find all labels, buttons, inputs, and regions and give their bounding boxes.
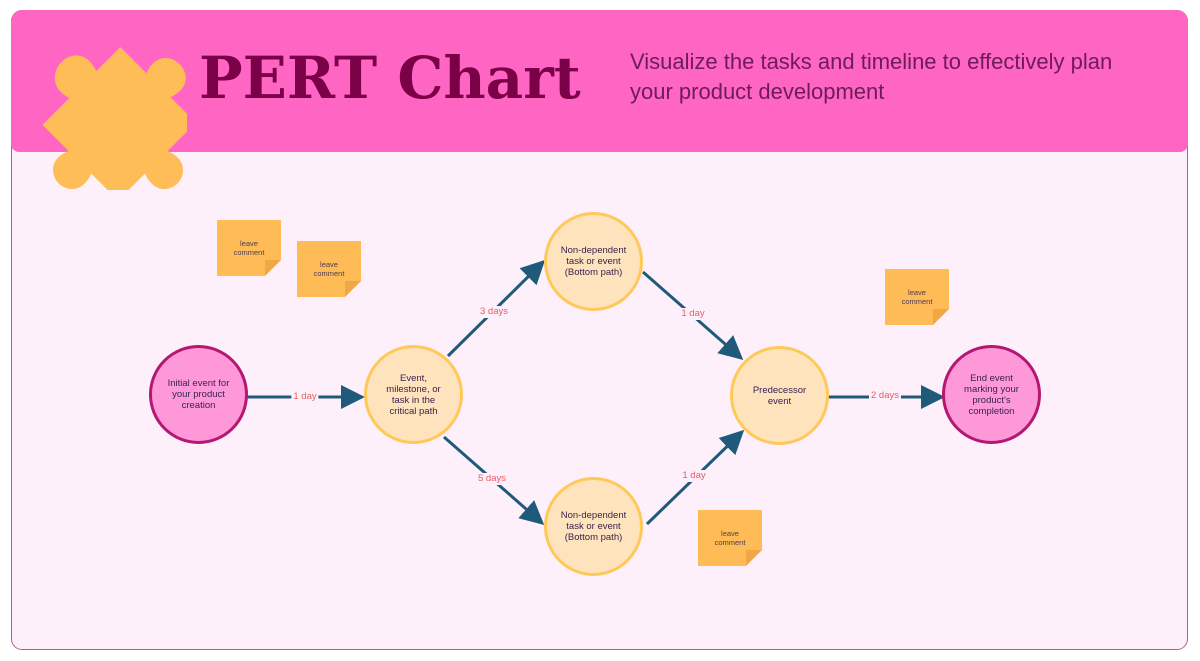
- duration-critical-to-top: 3 days: [478, 306, 510, 318]
- comment-sticky-note[interactable]: leave comment: [698, 510, 762, 566]
- comment-sticky-note[interactable]: leave comment: [297, 241, 361, 297]
- page-title: PERT Chart: [199, 44, 581, 112]
- header-band: [11, 10, 1188, 152]
- page-subtitle: Visualize the tasks and timeline to effe…: [630, 49, 1113, 104]
- top-path-event-node[interactable]: Non-dependent task or event (Bottom path…: [544, 212, 643, 311]
- comment-note-text: leave comment: [901, 288, 933, 306]
- top-path-event-label: Non-dependent task or event (Bottom path…: [560, 245, 627, 278]
- comment-note-text: leave comment: [714, 529, 746, 547]
- critical-path-event-node[interactable]: Event, milestone, or task in the critica…: [364, 345, 463, 444]
- duration-critical-to-bottom: 5 days: [476, 473, 508, 485]
- end-event-label: End event marking your product's complet…: [964, 372, 1019, 417]
- predecessor-event-label: Predecessor event: [752, 384, 807, 407]
- bottom-path-event-label: Non-dependent task or event (Bottom path…: [560, 510, 627, 543]
- duration-initial-to-critical: 1 day: [291, 391, 319, 403]
- initial-event-label: Initial event for your product creation: [167, 378, 230, 411]
- end-event-node[interactable]: End event marking your product's complet…: [942, 345, 1041, 444]
- predecessor-event-node[interactable]: Predecessor event: [730, 346, 829, 445]
- duration-bottom-to-predecessor: 1 day: [680, 470, 708, 482]
- comment-note-text: leave comment: [313, 260, 345, 278]
- duration-predecessor-to-end: 2 days: [869, 390, 901, 402]
- duration-top-to-predecessor: 1 day: [679, 308, 707, 320]
- comment-sticky-note[interactable]: leave comment: [885, 269, 949, 325]
- bottom-path-event-node[interactable]: Non-dependent task or event (Bottom path…: [544, 477, 643, 576]
- initial-event-node[interactable]: Initial event for your product creation: [149, 345, 248, 444]
- puzzle-piece-icon: [42, 47, 187, 190]
- comment-sticky-note[interactable]: leave comment: [217, 220, 281, 276]
- critical-path-event-label: Event, milestone, or task in the critica…: [386, 372, 441, 417]
- comment-note-text: leave comment: [233, 239, 265, 257]
